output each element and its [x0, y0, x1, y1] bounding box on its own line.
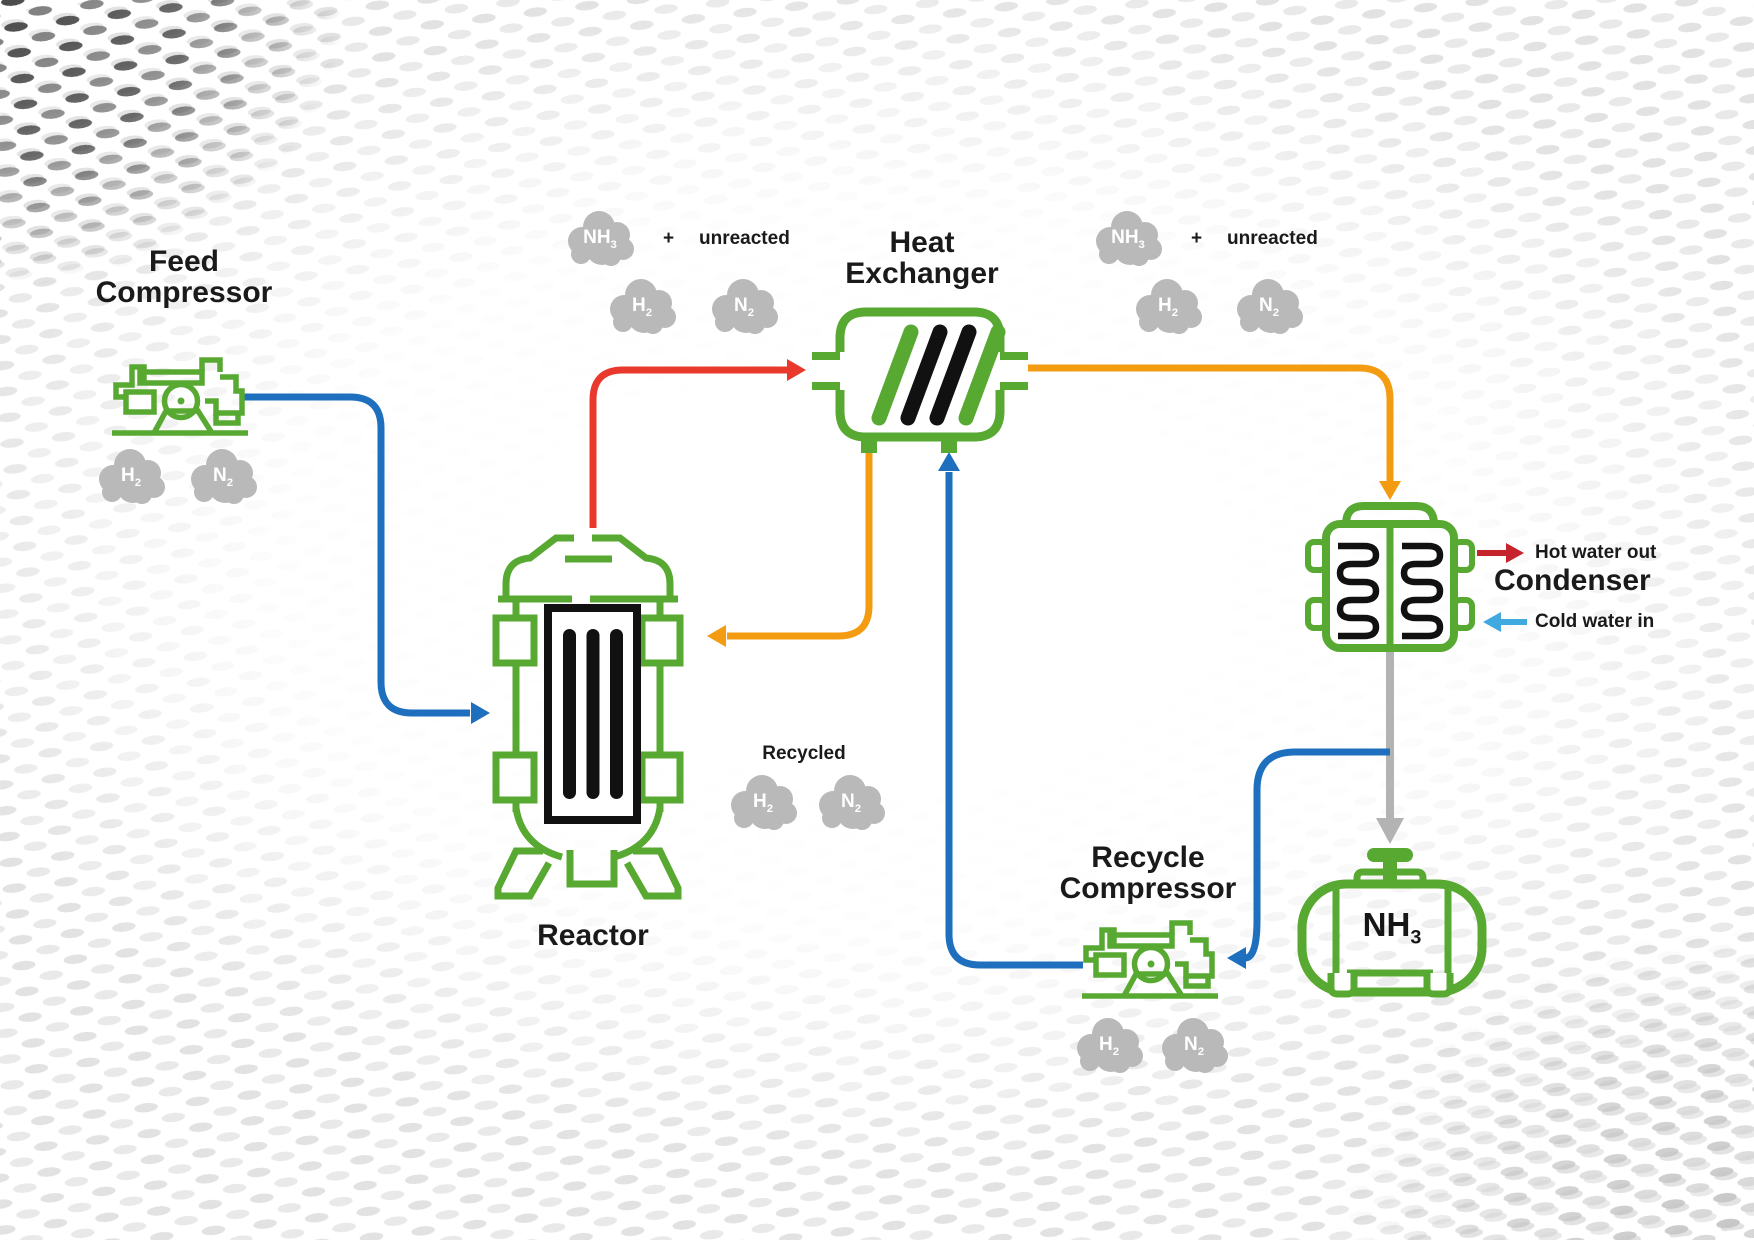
cloud-postreactor-n2: N2	[704, 276, 784, 338]
recycle-compressor-icon	[1082, 923, 1218, 996]
pipe-hx-to-reactor	[707, 453, 873, 647]
cold-water-in-label: Cold water in	[1535, 611, 1655, 632]
heat-exchanger-icon	[812, 307, 1028, 453]
pipe-tank-junction-to-compressor	[1227, 748, 1390, 969]
condenser-label: Condenser	[1494, 564, 1651, 597]
condenser-icon	[1305, 502, 1475, 652]
reactor-label: Reactor	[537, 919, 649, 952]
plus-sign-right: +	[1191, 228, 1203, 249]
cloud-feed-n2: N2	[183, 446, 263, 508]
cloud-postreactor-nh3: NH3	[560, 208, 640, 270]
pipe-hx-to-condenser	[1028, 364, 1401, 500]
cloud-recycled-h2: H2	[723, 772, 803, 834]
hot-water-out-arrow	[1477, 543, 1524, 563]
cloud-posthx-n2: N2	[1229, 276, 1309, 338]
cloud-posthx-nh3: NH3	[1088, 208, 1168, 270]
reactor-icon	[492, 534, 684, 900]
unreacted-label-left: unreacted	[699, 228, 790, 249]
cold-water-in-arrow	[1483, 612, 1527, 632]
cloud-postreactor-h2: H2	[602, 276, 682, 338]
nh3-tank-icon	[1297, 848, 1487, 998]
pipe-feed	[240, 393, 490, 724]
unreacted-label-right: unreacted	[1227, 228, 1318, 249]
feed-compressor-label: Feed Compressor	[95, 245, 273, 309]
cloud-posthx-h2: H2	[1128, 276, 1208, 338]
hot-water-out-label: Hot water out	[1535, 542, 1657, 563]
pipe-reactor-to-hx	[589, 359, 806, 528]
cloud-feed-h2: H2	[91, 446, 171, 508]
cloud-recycled-n2: N2	[811, 772, 891, 834]
plus-sign-left: +	[663, 228, 675, 249]
heat-exchanger-label: Heat Exchanger	[845, 226, 999, 290]
feed-compressor-icon	[112, 360, 248, 433]
pipe-compressor-to-hx	[938, 452, 1083, 969]
cloud-compressor-h2: H2	[1069, 1015, 1149, 1077]
nh3-tank-text: NH3	[1362, 906, 1422, 949]
cloud-compressor-n2: N2	[1154, 1015, 1234, 1077]
recycle-compressor-label: Recycle Compressor	[1059, 841, 1237, 905]
pipe-condenser-to-tank	[1376, 650, 1404, 844]
recycled-label: Recycled	[762, 743, 846, 764]
